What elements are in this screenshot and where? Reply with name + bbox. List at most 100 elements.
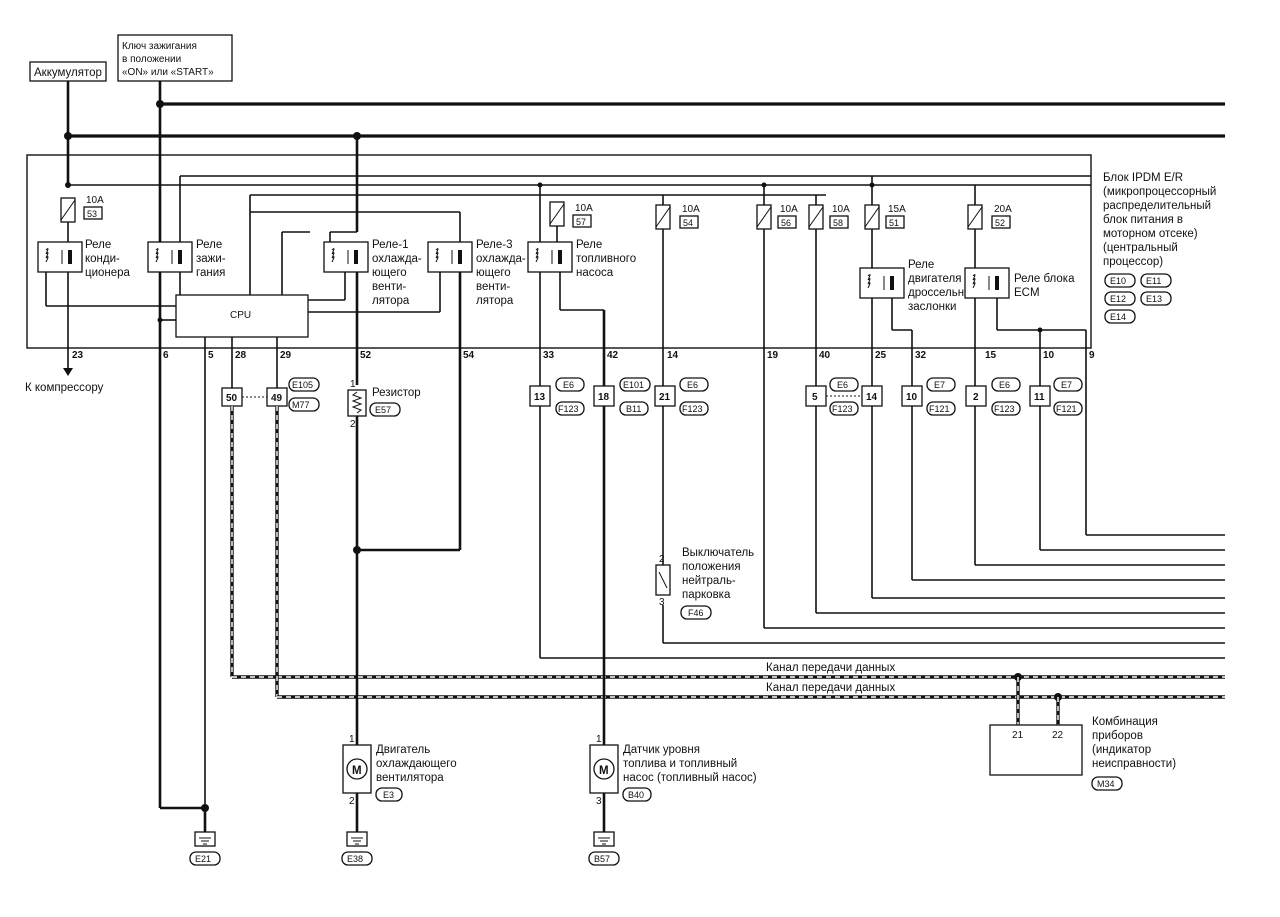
ground-e38: E38 <box>341 831 373 866</box>
ipdm-line-3: распределительный <box>1103 200 1211 212</box>
svg-text:52: 52 <box>360 350 372 361</box>
svg-text:14: 14 <box>866 392 878 403</box>
neutral-switch: 2 3 Выключатель положения нейтраль- парк… <box>655 547 754 620</box>
svg-text:58: 58 <box>833 218 843 228</box>
compressor-output: К компрессору <box>25 368 104 394</box>
svg-text:положения: положения <box>682 561 741 573</box>
svg-text:парковка: парковка <box>682 589 731 601</box>
svg-text:M77: M77 <box>292 400 310 410</box>
connector-5-14: 5 14 E6 F123 <box>805 377 883 416</box>
svg-text:M: M <box>352 765 362 777</box>
svg-text:Датчик уровня: Датчик уровня <box>623 744 700 756</box>
svg-text:56: 56 <box>781 218 791 228</box>
terminal-numbers: 23 6 5 28 29 52 54 33 42 14 19 40 25 32 … <box>72 350 1095 361</box>
can-label-1: Канал передачи данных <box>766 662 895 674</box>
svg-text:лятора: лятора <box>372 295 410 307</box>
svg-text:Реле: Реле <box>908 259 934 271</box>
ipdm-conn-e13: E13 <box>1146 294 1162 304</box>
fuses: 10A 53 10A 57 10A 54 10A 56 10A 58 <box>60 195 1012 230</box>
cpu-label: CPU <box>230 310 251 321</box>
svg-text:Реле: Реле <box>576 239 602 251</box>
svg-text:Двигатель: Двигатель <box>376 744 430 756</box>
ipdm-conn-e14: E14 <box>1110 312 1126 322</box>
relays: Реле конди- ционера Реле зажи- гания Рел… <box>37 176 1075 370</box>
svg-text:40: 40 <box>819 350 831 361</box>
svg-text:охлажда-: охлажда- <box>372 253 422 265</box>
ipdm-conn-e11: E11 <box>1146 276 1161 286</box>
connector-11: 11 E7 F121 <box>1029 377 1083 416</box>
svg-text:F123: F123 <box>832 404 853 414</box>
harness-connectors: 13 E6 F123 18 E101 B11 21 E6 F123 5 <box>529 377 1083 416</box>
svg-text:M34: M34 <box>1097 779 1115 789</box>
joint-connectors: 50 49 E105 M77 <box>221 377 320 412</box>
svg-text:охлаждающего: охлаждающего <box>376 758 457 770</box>
svg-text:ющего: ющего <box>476 267 511 279</box>
fan-motor: 1 M 2 Двигатель охлаждающего вентилятора… <box>342 734 457 832</box>
svg-text:заслонки: заслонки <box>908 301 956 313</box>
svg-text:Реле: Реле <box>196 239 222 251</box>
svg-text:E57: E57 <box>375 405 391 415</box>
supply-buses <box>64 100 1225 140</box>
svg-text:5: 5 <box>208 350 214 361</box>
fuse-57: 10A 57 <box>549 201 593 228</box>
svg-text:Реле-3: Реле-3 <box>476 239 513 251</box>
svg-text:10A: 10A <box>780 204 798 215</box>
fuse-51: 15A 51 <box>864 204 906 230</box>
svg-text:ющего: ющего <box>372 267 407 279</box>
svg-text:E7: E7 <box>1061 380 1072 390</box>
svg-text:Реле: Реле <box>85 239 111 251</box>
svg-text:топливного: топливного <box>576 253 636 265</box>
svg-text:двигателя: двигателя <box>908 273 961 285</box>
svg-text:нейтраль-: нейтраль- <box>682 575 736 587</box>
ground-e21: E21 <box>189 831 221 866</box>
svg-text:6: 6 <box>163 350 169 361</box>
svg-text:19: 19 <box>767 350 779 361</box>
svg-text:42: 42 <box>607 350 619 361</box>
relay-ignition: Реле зажи- гания <box>147 176 226 295</box>
svg-text:Реле блока: Реле блока <box>1014 273 1075 285</box>
svg-text:50: 50 <box>226 393 238 404</box>
relay-outputs <box>355 136 1087 628</box>
battery-text: Аккумулятор <box>34 67 102 79</box>
svg-text:2: 2 <box>350 419 356 430</box>
svg-text:неисправности): неисправности) <box>1092 758 1176 770</box>
fuse-56: 10A 56 <box>756 204 798 230</box>
relay-fuel-pump: Реле топливного насоса <box>527 226 636 279</box>
svg-text:B11: B11 <box>626 404 641 414</box>
ipdm-line-4: блок питания в <box>1103 214 1183 226</box>
svg-text:3: 3 <box>659 597 665 608</box>
svg-text:2: 2 <box>349 796 355 807</box>
svg-text:Комбинация: Комбинация <box>1092 716 1158 728</box>
svg-text:15: 15 <box>985 350 997 361</box>
fuse-52: 20A 52 <box>967 204 1012 230</box>
svg-text:Реле-1: Реле-1 <box>372 239 409 251</box>
resistor: 1 2 Резистор E57 <box>347 379 460 745</box>
svg-text:дроссельн.: дроссельн. <box>908 287 967 299</box>
can-label-2: Канал передачи данных <box>766 682 895 694</box>
svg-text:E21: E21 <box>195 854 211 864</box>
svg-text:10: 10 <box>906 392 918 403</box>
svg-text:1: 1 <box>350 379 356 390</box>
svg-text:Выключатель: Выключатель <box>682 547 754 559</box>
compressor-label: К компрессору <box>25 382 104 394</box>
svg-text:насос (топливный насос): насос (топливный насос) <box>623 772 757 784</box>
ignition-line-3: «ON» или «START» <box>122 67 214 78</box>
combination-meter: 21 22 Комбинация приборов (индикатор неи… <box>989 716 1176 791</box>
grounds: E21 E38 B57 <box>160 804 620 866</box>
svg-text:венти-: венти- <box>372 281 406 293</box>
svg-text:B40: B40 <box>628 790 644 800</box>
ipdm-line-5: моторном отсеке) <box>1103 228 1198 240</box>
svg-text:29: 29 <box>280 350 292 361</box>
svg-text:1: 1 <box>349 734 355 745</box>
ipdm-line-6: (центральный <box>1103 242 1178 254</box>
ground-b57: B57 <box>588 831 620 866</box>
svg-text:2: 2 <box>973 392 979 403</box>
svg-text:E6: E6 <box>837 380 848 390</box>
svg-text:F121: F121 <box>929 404 950 414</box>
connector-2: 2 E6 F123 <box>965 377 1021 416</box>
svg-text:54: 54 <box>683 218 693 228</box>
svg-text:15A: 15A <box>888 204 906 215</box>
fuse-54: 10A 54 <box>655 204 700 230</box>
svg-text:F46: F46 <box>688 608 704 618</box>
